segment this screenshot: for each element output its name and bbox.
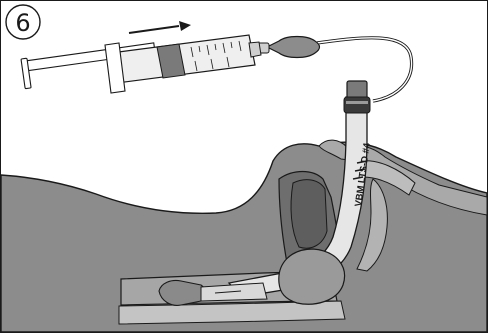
proximal-cuff — [279, 249, 345, 304]
step-number: 6 — [15, 9, 30, 37]
syringe-barrel — [111, 35, 255, 83]
pilot-balloon — [267, 37, 320, 58]
tube-connector-ring — [344, 97, 370, 113]
syringe-nozzle — [249, 42, 261, 57]
syringe-icon — [21, 35, 261, 93]
circled-number-icon: 6 — [6, 5, 40, 39]
tongue — [291, 180, 327, 249]
arrow-right-icon — [129, 21, 191, 33]
distal-cuff — [159, 280, 206, 305]
